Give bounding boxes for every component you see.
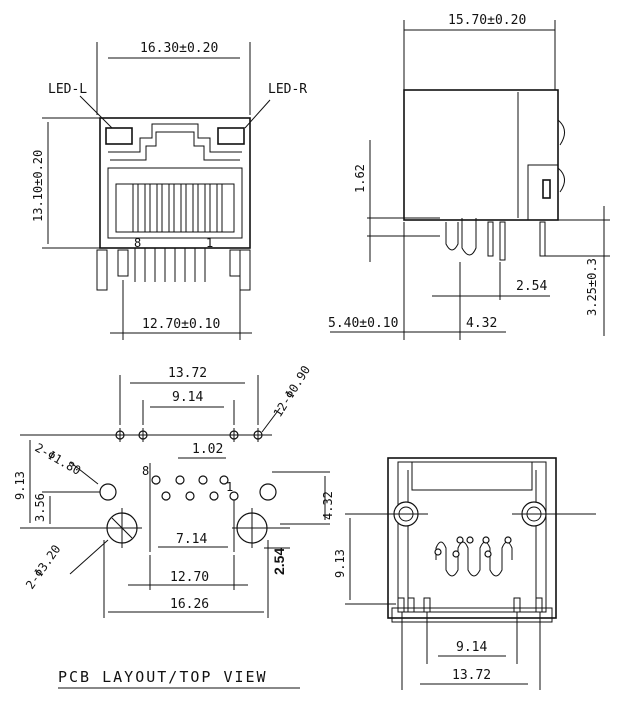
dim-depth: 15.70±0.20	[448, 13, 526, 28]
dim-width-top: 16.30±0.20	[140, 41, 218, 56]
pcb-pin-1-label: 1	[226, 480, 233, 494]
side-body	[403, 89, 559, 221]
port-cavity	[107, 167, 243, 239]
port-contour-inner	[110, 131, 240, 161]
port-contour	[108, 123, 242, 153]
pin-1-label: 1	[206, 236, 213, 250]
side-pins	[445, 218, 546, 261]
side-latch-top	[557, 119, 565, 146]
dim-4-32: 4.32	[466, 316, 497, 331]
leader-line	[69, 461, 99, 485]
bottom-pins	[397, 597, 543, 613]
holes-3-20-label: 2-Φ3.20	[23, 542, 63, 591]
pcb-layout: 13.72 9.14 12-Φ0.90 2-Φ1.80 1.02 9.13	[13, 363, 335, 689]
dim-13-72: 13.72	[168, 366, 207, 381]
dim-1-02: 1.02	[192, 442, 223, 457]
dim-13-72-bottom: 13.72	[452, 668, 491, 683]
bottom-boss-right	[512, 501, 596, 527]
pcb-layout-title: PCB LAYOUT/TOP VIEW	[58, 668, 268, 686]
dim-height: 13.10±0.20	[31, 150, 45, 222]
dim-2-54: 2.54	[271, 548, 287, 575]
pcb-signal-pins	[151, 475, 239, 501]
housing-outline	[99, 117, 251, 249]
bottom-boss-left	[350, 501, 428, 527]
dim-9-14-bottom: 9.14	[456, 640, 487, 655]
bottom-housing	[387, 457, 557, 619]
holes-1-80-label: 2-Φ1.80	[33, 440, 84, 477]
mount-hole-small-left	[99, 483, 117, 501]
dim-12-70: 12.70	[170, 570, 209, 585]
side-view: 15.70±0.20 1.62 3.25±0.3 2.54	[328, 13, 610, 340]
dim-9-14: 9.14	[172, 390, 203, 405]
led-left-label: LED-L	[48, 82, 87, 97]
dim-9-13: 9.13	[13, 471, 27, 500]
side-latch-bottom	[557, 167, 565, 193]
leader-line	[261, 407, 281, 433]
bottom-view: 9.13 9.14 13.72	[333, 457, 596, 690]
leader-line	[244, 99, 271, 129]
dim-4-32: 4.32	[321, 491, 335, 520]
side-tab	[527, 164, 559, 221]
dim-9-13-bottom: 9.13	[333, 549, 347, 578]
front-pins	[96, 248, 251, 291]
dim-16-26: 16.26	[170, 597, 209, 612]
dim-1-62: 1.62	[353, 164, 367, 193]
mount-hole-small-right	[259, 483, 277, 501]
front-view: 16.30±0.20 LED-L LED-R 13.10±0.20	[31, 41, 307, 340]
contact-fingers	[132, 184, 223, 232]
dim-3-25: 3.25±0.3	[585, 258, 599, 316]
signal-contacts	[435, 541, 513, 577]
bottom-top-window	[411, 461, 533, 491]
dim-7-14: 7.14	[176, 532, 207, 547]
dim-5-40: 5.40±0.10	[328, 316, 398, 331]
dim-3-56: 3.56	[33, 493, 47, 522]
dim-2-54: 2.54	[516, 279, 547, 294]
led-right-label: LED-R	[268, 82, 307, 97]
mount-hole-large-left	[102, 508, 142, 548]
led-left-window	[105, 127, 133, 145]
side-tab-window	[542, 179, 551, 199]
bottom-contact-dots	[434, 536, 512, 558]
leader-line	[69, 539, 109, 575]
bottom-base	[391, 607, 553, 623]
pcb-pin-8-label: 8	[142, 464, 149, 478]
dim-width-bottom: 12.70±0.10	[142, 317, 220, 332]
leader-line	[79, 95, 113, 129]
pin-8-label: 8	[134, 236, 141, 250]
bottom-housing-inner	[397, 461, 547, 613]
port-cavity-inner	[115, 183, 235, 233]
led-right-window	[217, 127, 245, 145]
